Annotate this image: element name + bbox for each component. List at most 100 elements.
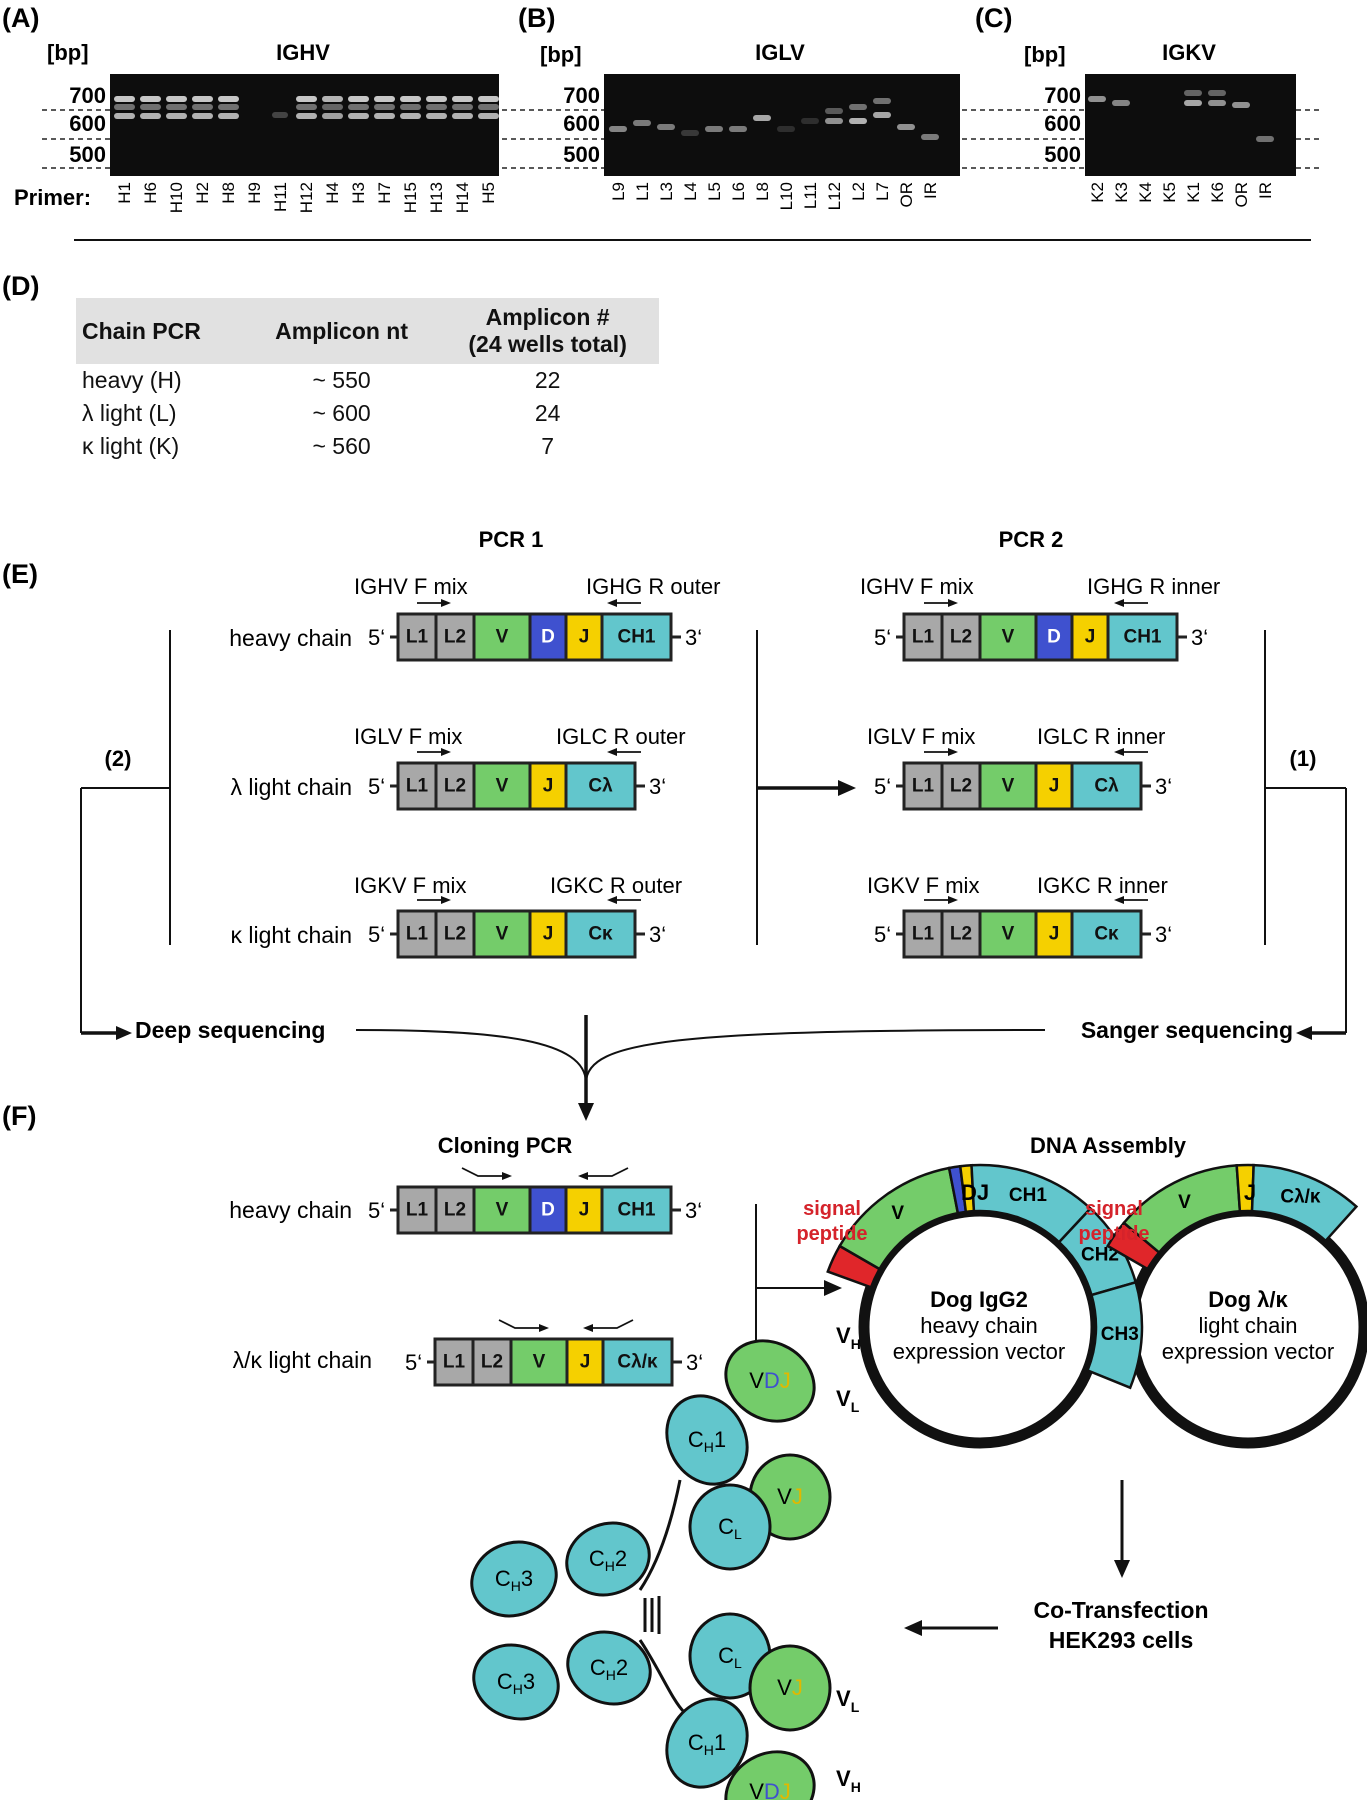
primer-label: Primer: [14,185,91,210]
gel-band [140,96,161,102]
segment-label: L2 [950,776,972,797]
ch3-domain-top-label: CH3 [495,1566,533,1594]
ch1-domain-top: CH1 [665,1394,749,1486]
gel-band [166,113,187,119]
segment-label: CH1 [1123,627,1161,648]
panel-label-a: (A) [2,3,39,33]
cl-domain-top: CL [688,1483,772,1571]
segment-label: V [496,776,509,797]
lane-label-b: L4 [681,182,700,201]
segment-label: V [1002,776,1015,797]
lane-label-b: L7 [873,182,892,201]
light-vector-name: Dog λ/κ [1208,1287,1288,1312]
pcr1-kappa-rev: IGKC R outer [550,873,682,898]
ladder-500-c: 500 [1044,142,1081,167]
lane-label-c: OR [1232,182,1251,208]
segment-label: L1 [406,924,429,945]
lane-label-b: L8 [753,182,772,201]
pcr1-title: PCR 1 [479,527,544,552]
gel-band [873,98,891,104]
gel-band [609,126,627,132]
table-cell: heavy (H) [82,367,182,393]
gel-band [296,96,317,102]
gel-band [426,113,447,119]
segment-d [528,1185,568,1235]
gel-band [1112,100,1130,106]
gel-band [705,126,723,132]
segment-label: V [1002,924,1015,945]
five-prime-label: 5‘ [368,774,385,799]
vh-domain-bottom: VDJ [724,1750,816,1800]
plasmid-j-label: J [1244,1180,1256,1205]
three-prime-label: 3‘ [686,1350,703,1375]
lane-label-b: L2 [849,182,868,201]
panel-label-b: (B) [518,3,555,33]
cloning-light-label: λ/κ light chain [233,1347,372,1373]
lane-label-b: L6 [729,182,748,201]
hinge-region [638,1479,686,1714]
segment-ch1 [1106,612,1179,662]
gel-band [825,118,843,124]
vh-domain-top-label: VDJ [749,1368,791,1393]
ladder-700-b: 700 [563,83,600,108]
plasmid-segment-ch3 [1085,1280,1144,1390]
segment-label: Cλ [588,776,613,797]
gel-band [374,104,395,110]
table-cell: 22 [534,367,561,393]
plasmid-segment-clk [1250,1163,1359,1243]
gel-band [400,113,421,119]
table-header-nt: Amplicon nt [246,298,437,364]
gel-band [400,104,421,110]
flow-num-2: (2) [105,746,132,771]
signal-label-heavy-1: signal [803,1198,861,1220]
gel-band [729,126,747,132]
ch3-domain-bottom-label: CH3 [497,1669,535,1697]
segment-label: L2 [444,627,466,648]
vl-label-top: VL [836,1386,860,1415]
segment-label: L1 [443,1352,466,1373]
three-prime-label: 3‘ [1155,922,1172,947]
lane-label-a: H4 [323,182,342,204]
arrow-to-deep [116,1026,132,1040]
gel-band [296,104,317,110]
gel-band [114,104,135,110]
segment-l1 [902,909,944,959]
segment-v [472,761,532,811]
gel-band [478,104,499,110]
segment-j [1034,761,1074,811]
segment-v [509,1337,569,1387]
lane-label-a: H15 [401,182,420,213]
deep-sequencing-label: Deep sequencing [135,1017,325,1043]
gel-band [825,108,843,114]
gel-band [348,96,369,102]
vl-label-bottom: VL [836,1686,860,1715]
arrow-to-sanger [1296,1026,1312,1040]
arrow-to-transfection [1114,1560,1130,1578]
lane-label-c: K2 [1088,182,1107,203]
transfection-line1: Co-Transfection [1033,1597,1208,1623]
lane-label-b: L10 [777,182,796,210]
table-header-count-2: (24 wells total) [468,331,627,357]
lane-label-b: OR [897,182,916,208]
segment-label: L2 [444,776,466,797]
segment-l2 [434,761,476,811]
segment-l1 [902,761,944,811]
table-cell: λ light (L) [82,400,177,426]
five-prime-label: 5‘ [874,922,891,947]
ladder-700-c: 700 [1044,83,1081,108]
ladder-700-a: 700 [69,83,106,108]
segment-v [472,909,532,959]
arrow-to-cloning [578,1103,594,1121]
lane-label-a: H5 [479,182,498,204]
lane-label-a: H13 [427,182,446,213]
gel-band [681,130,699,136]
pcr1-kappa-fwd: IGKV F mix [354,873,466,898]
gel-band [801,118,819,124]
lane-label-b: L5 [705,182,724,201]
vl-domain-bottom-label: VJ [777,1675,803,1700]
segment-label: Cλ [1094,776,1119,797]
lane-label-a: H14 [453,182,472,213]
